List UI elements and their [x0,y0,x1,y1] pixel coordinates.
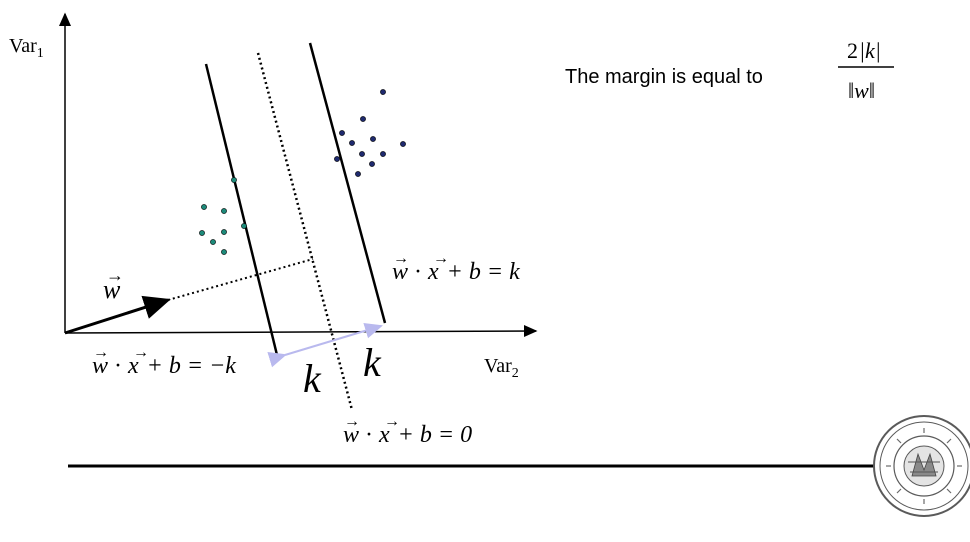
svg-text:2: 2 [847,38,858,63]
data-point [339,130,345,136]
svg-text:→: → [393,250,409,267]
hyperplane-plus-k [308,42,387,324]
data-point [370,136,376,142]
weight-vector-extension [167,258,314,301]
data-point [210,239,216,245]
x-axis-label: Var2 [484,355,519,381]
svg-text:w·x+ b = −k: w·x+ b = −k [92,353,236,379]
data-point [221,229,227,235]
equation-zero: w·x+ b = 0 → → [343,413,472,448]
margin-label-k-right: k [363,340,382,385]
data-point [359,151,365,157]
vector-w-label: w [103,275,121,304]
data-point [221,208,227,214]
margin-label-k-left: k [303,356,322,401]
data-point [400,141,406,147]
equation-minus-k: w·x+ b = −k → → [92,344,236,379]
margin-formula-fraction: 2 |k| ‖w‖ [838,38,894,103]
data-point [380,89,386,95]
data-point [221,249,227,255]
university-seal-logo [873,415,970,517]
data-point [380,151,386,157]
svg-text:→: → [433,250,449,267]
x-axis [64,325,538,338]
data-point [241,223,247,229]
svg-text:→: → [93,344,109,361]
data-point [355,171,361,177]
class-b-points [199,177,247,255]
svg-text:w·x+ b = 0: w·x+ b = 0 [343,422,472,448]
vector-w-arrow: → [106,265,124,285]
data-point [369,161,375,167]
data-point [199,230,205,236]
margin-arrow [267,322,383,368]
svg-text:|k|: |k| [859,38,881,63]
hyperplane-zero [256,52,354,411]
svg-text:→: → [344,413,360,430]
data-point [360,116,366,122]
svg-text:‖w‖: ‖w‖ [848,78,875,103]
hyperplane-minus-k [204,63,279,356]
class-a-points [334,89,406,177]
svg-text:w·x+ b = k: w·x+ b = k [392,259,520,285]
data-point [231,177,237,183]
equation-plus-k: w·x+ b = k → → [392,250,520,285]
margin-formula-text: The margin is equal to [565,66,763,88]
weight-vector [64,295,171,335]
y-axis-label: Var1 [9,35,44,61]
data-point [349,140,355,146]
data-point [201,204,207,210]
data-point [334,156,340,162]
svg-text:→: → [133,344,149,361]
svg-text:→: → [384,413,400,430]
